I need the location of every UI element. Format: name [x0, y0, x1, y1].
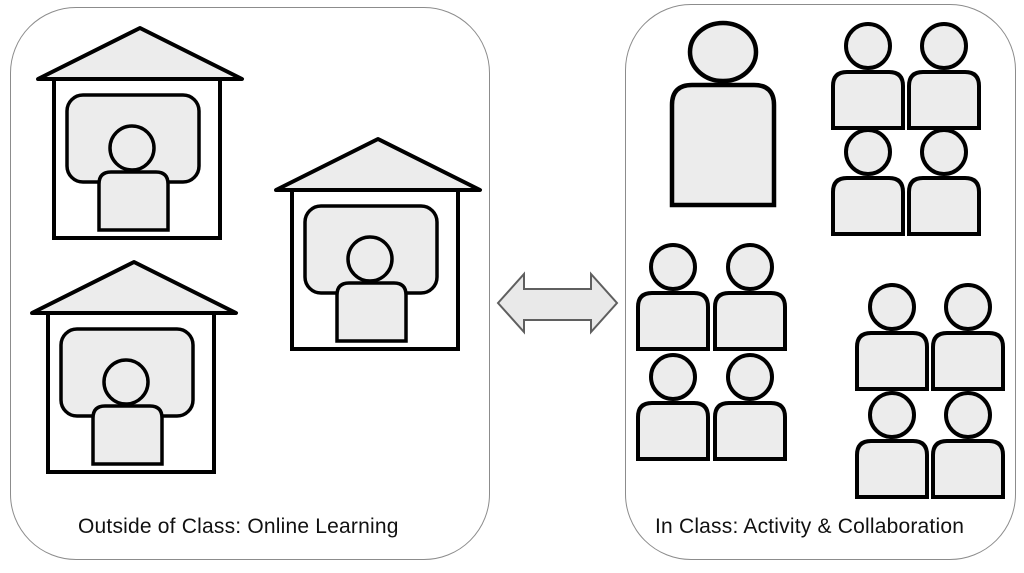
- house-icon: [274, 137, 482, 351]
- person-icon: [636, 353, 710, 461]
- person-icon: [831, 128, 905, 236]
- person-icon: [713, 243, 787, 351]
- person-icon: [636, 243, 710, 351]
- person-icon: [855, 391, 929, 499]
- person-icon: [855, 283, 929, 391]
- house-icon: [36, 26, 244, 240]
- person-icon: [907, 128, 981, 236]
- person-icon: [831, 22, 905, 130]
- house-icon: [30, 260, 238, 474]
- in-class-label: In Class: Activity & Collaboration: [655, 515, 965, 538]
- teacher-icon: [670, 21, 776, 207]
- person-icon: [713, 353, 787, 461]
- double-arrow-icon: [496, 271, 619, 335]
- outside-class-label: Outside of Class: Online Learning: [78, 515, 399, 538]
- person-icon: [931, 391, 1005, 499]
- person-icon: [907, 22, 981, 130]
- person-icon: [931, 283, 1005, 391]
